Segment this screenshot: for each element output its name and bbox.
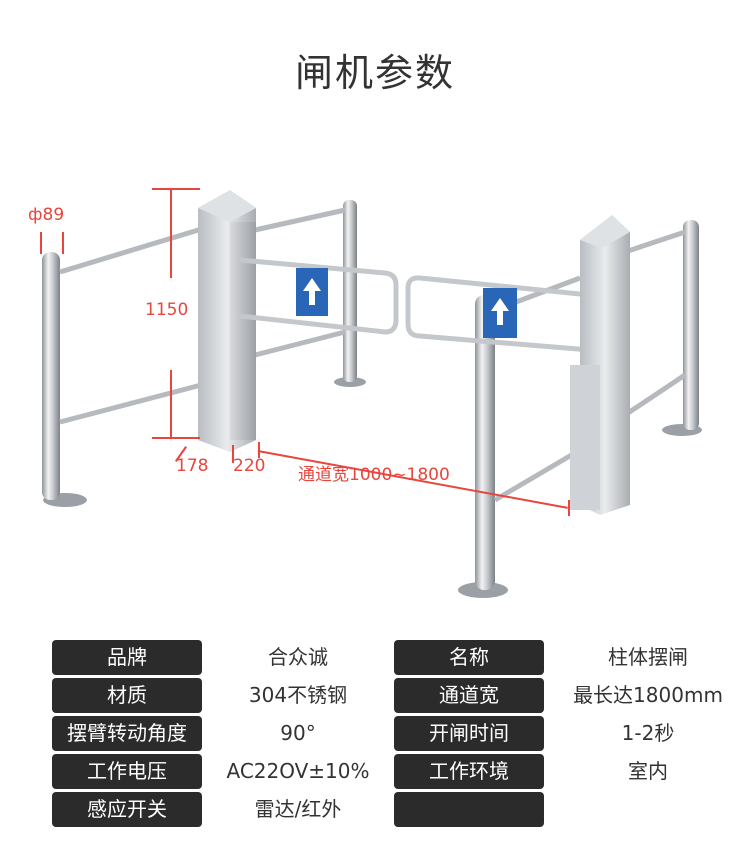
page-title: 闸机参数: [294, 51, 455, 95]
channel-tick-right: [568, 500, 570, 516]
diameter-label: ф89: [28, 205, 65, 225]
diameter-marker-left: [40, 232, 42, 254]
spec-value: 90°: [280, 721, 316, 745]
spec-label: 开闸时间: [394, 716, 544, 751]
diameter-marker-right: [62, 232, 64, 254]
spec-label: 通道宽: [394, 678, 544, 713]
spec-value: 最长达1800mm: [573, 683, 723, 707]
height-line-bottom: [170, 370, 172, 438]
turnstile-drawing: [42, 190, 702, 598]
height-line-top: [170, 188, 172, 278]
spec-value: 雷达/红外: [254, 797, 342, 821]
spec-label: 工作电压: [52, 754, 202, 789]
spec-label: 感应开关: [52, 792, 202, 827]
spec-value: 1-2秒: [621, 721, 675, 745]
spec-label: 工作环境: [394, 754, 544, 789]
depth-label: 178: [176, 456, 209, 476]
spec-label: 品牌: [52, 640, 202, 675]
spec-label: 材质: [52, 678, 202, 713]
width-label: 220: [233, 456, 266, 476]
table-row: 感应开关 雷达/红外: [52, 792, 750, 827]
spec-value: AC22OV±10%: [226, 759, 370, 783]
width-tick: [232, 445, 234, 463]
table-row: 材质 304不锈钢 通道宽 最长达1800mm: [52, 678, 750, 713]
height-tick-top: [152, 188, 200, 190]
height-label: 1150: [145, 300, 189, 320]
turnstile-illustration: ф89 1150 178 220 通道宽1000~1800: [0, 160, 750, 620]
table-row: 工作电压 AC22OV±10% 工作环境 室内: [52, 754, 750, 789]
spec-label: 摆臂转动角度: [52, 716, 202, 751]
spec-value-empty: [544, 792, 750, 827]
height-tick-bottom: [152, 437, 200, 439]
table-row: 品牌 合众诚 名称 柱体摆闸: [52, 640, 750, 675]
spec-value: 室内: [628, 759, 668, 783]
table-row: 摆臂转动角度 90° 开闸时间 1-2秒: [52, 716, 750, 751]
channel-label: 通道宽1000~1800: [298, 465, 450, 485]
spec-value: 柱体摆闸: [608, 645, 688, 669]
spec-label-empty: [394, 792, 544, 827]
spec-label: 名称: [394, 640, 544, 675]
spec-value: 304不锈钢: [248, 683, 348, 707]
spec-value: 合众诚: [268, 645, 328, 669]
